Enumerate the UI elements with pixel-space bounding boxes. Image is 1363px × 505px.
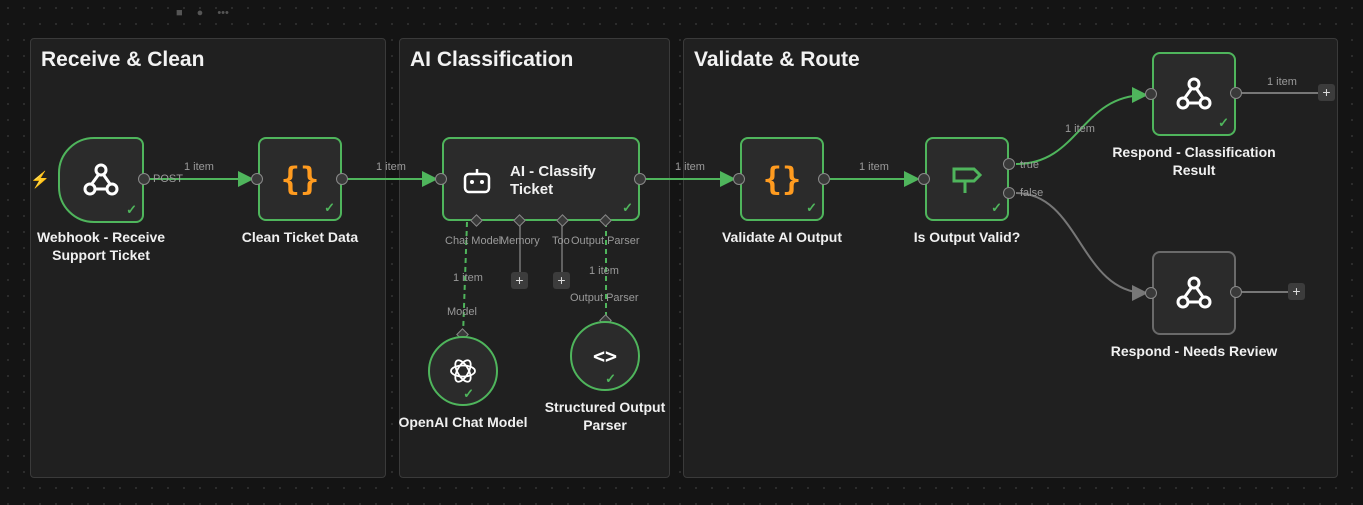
output-port[interactable] xyxy=(336,173,348,185)
robot-icon xyxy=(463,169,491,194)
add-tool-button[interactable]: + xyxy=(553,272,570,289)
success-check-icon: ✓ xyxy=(605,371,616,386)
node-respond-classification-result[interactable]: ✓ xyxy=(1152,52,1236,136)
input-port[interactable] xyxy=(1145,88,1157,100)
group-title: Validate & Route xyxy=(694,48,860,71)
output-port[interactable] xyxy=(1230,286,1242,298)
group-receive-clean[interactable]: Receive & Clean xyxy=(30,38,386,478)
input-port[interactable] xyxy=(251,173,263,185)
node-openai-chat-model[interactable]: ✓ xyxy=(428,336,498,406)
item-count: 1 item xyxy=(453,272,483,284)
add-node-button[interactable]: + xyxy=(1288,283,1305,300)
webhook-icon xyxy=(1176,276,1212,309)
group-validate-route[interactable]: Validate & Route xyxy=(683,38,1338,478)
node-label: Is Output Valid? xyxy=(913,229,1021,245)
success-check-icon: ✓ xyxy=(126,202,137,217)
trash-icon[interactable]: ■ xyxy=(176,7,183,19)
item-count: 1 item xyxy=(859,161,889,173)
node-structured-output-parser[interactable]: <> ✓ xyxy=(570,321,640,391)
output-parser-label: Output Parser xyxy=(571,235,640,247)
success-check-icon: ✓ xyxy=(991,200,1002,215)
node-label: OpenAI Chat Model xyxy=(398,414,528,430)
group-ai-classification[interactable]: AI Classification xyxy=(399,38,670,478)
code-braces-icon: {} xyxy=(762,160,802,198)
tool-label: Too xyxy=(552,235,570,247)
chat-model-label: Chat Model xyxy=(445,235,502,247)
item-count: 1 item xyxy=(376,161,406,173)
add-memory-button[interactable]: + xyxy=(511,272,528,289)
openai-icon xyxy=(450,359,476,383)
node-label: Respond - Classification Result xyxy=(1112,144,1276,178)
success-check-icon: ✓ xyxy=(806,200,817,215)
output-port[interactable] xyxy=(634,173,646,185)
canvas-toolbar: ■ ● ••• xyxy=(176,7,229,19)
success-check-icon: ✓ xyxy=(324,200,335,215)
node-respond-needs-review[interactable] xyxy=(1152,251,1236,335)
input-port[interactable] xyxy=(918,173,930,185)
node-label: Structured Output Parser xyxy=(544,399,666,433)
node-label: Webhook - Receive Support Ticket xyxy=(36,229,166,263)
output-parser-input-label: Output Parser xyxy=(570,292,639,304)
success-check-icon: ✓ xyxy=(1218,115,1229,130)
add-node-button[interactable]: + xyxy=(1318,84,1335,101)
node-is-output-valid[interactable]: ✓ xyxy=(925,137,1009,221)
item-count: 1 item xyxy=(589,265,619,277)
node-ai-classify-ticket[interactable]: AI - Classify Ticket ✓ xyxy=(442,137,640,221)
webhook-icon xyxy=(1176,77,1212,110)
model-label: Model xyxy=(447,306,477,318)
webhook-icon xyxy=(83,163,119,196)
success-check-icon: ✓ xyxy=(622,200,633,215)
true-label: true xyxy=(1020,159,1039,171)
false-output-port[interactable] xyxy=(1003,187,1015,199)
signpost-icon xyxy=(952,167,983,193)
false-label: false xyxy=(1020,187,1044,199)
code-brackets-icon: <> xyxy=(592,344,618,368)
true-output-port[interactable] xyxy=(1003,158,1015,170)
item-count: 1 item xyxy=(675,161,705,173)
node-label: Respond - Needs Review xyxy=(1110,343,1278,359)
node-validate-ai-output[interactable]: {} ✓ xyxy=(740,137,824,221)
method-label: POST xyxy=(153,173,183,185)
code-braces-icon: {} xyxy=(280,160,320,198)
success-check-icon: ✓ xyxy=(463,386,474,401)
memory-label: Memory xyxy=(500,235,540,247)
node-label: Validate AI Output xyxy=(721,229,843,245)
lightning-bolt-icon: ⚡ xyxy=(30,172,50,189)
item-count: 1 item xyxy=(1065,123,1095,135)
node-clean-ticket-data[interactable]: {} ✓ xyxy=(258,137,342,221)
item-count: 1 item xyxy=(184,161,214,173)
item-count: 1 item xyxy=(1267,76,1297,88)
output-port[interactable] xyxy=(1230,87,1242,99)
settings-icon[interactable]: ● xyxy=(196,7,204,19)
group-title: AI Classification xyxy=(410,48,574,71)
output-port[interactable] xyxy=(138,173,150,185)
input-port[interactable] xyxy=(733,173,745,185)
group-title: Receive & Clean xyxy=(41,48,205,71)
input-port[interactable] xyxy=(435,173,447,185)
output-port[interactable] xyxy=(818,173,830,185)
node-webhook-receive[interactable]: ✓ xyxy=(58,137,144,223)
node-label: Clean Ticket Data xyxy=(241,229,359,245)
node-title: AI - Classify Ticket xyxy=(510,163,596,198)
input-port[interactable] xyxy=(1145,287,1157,299)
more-icon[interactable]: ••• xyxy=(217,7,229,19)
